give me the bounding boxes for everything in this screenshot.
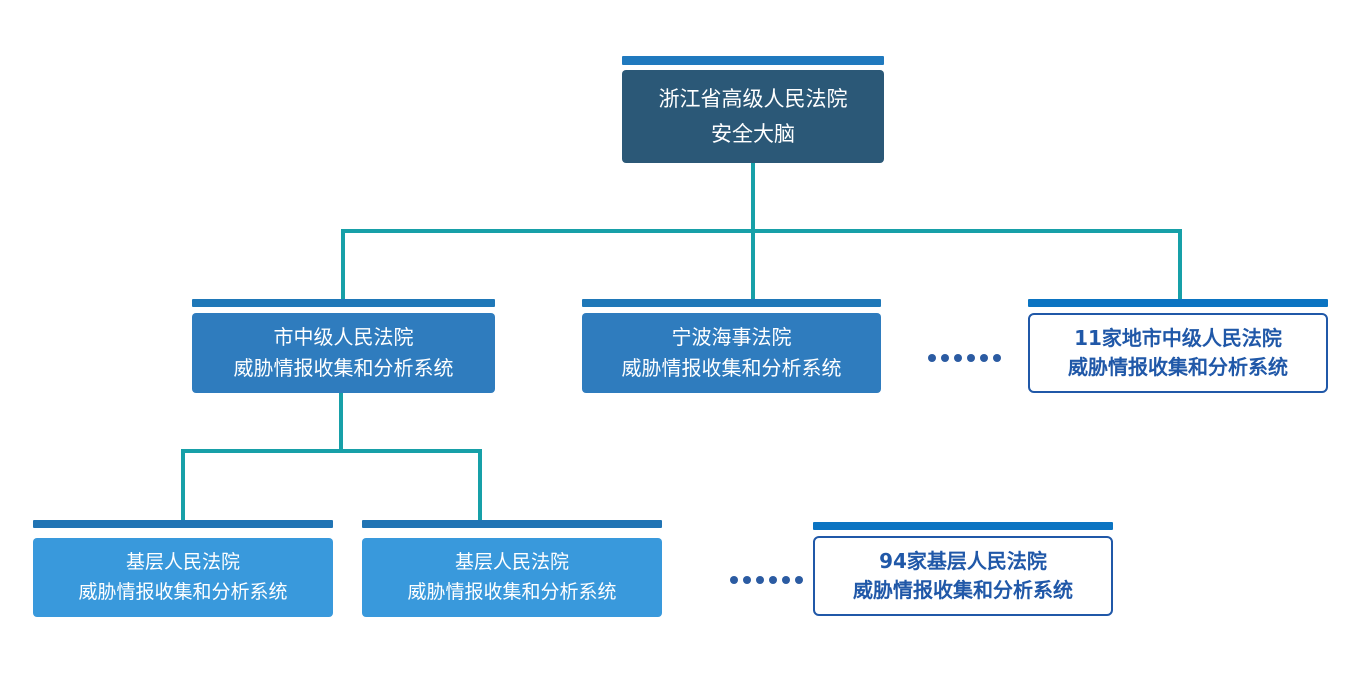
accent-bar [582, 299, 881, 307]
node-ningbo-line2: 威胁情报收集和分析系统 [621, 356, 842, 380]
node-intermediate-court-box: 市中级人民法院 威胁情报收集和分析系统 [192, 313, 495, 393]
connector-drop-ningbo [751, 231, 755, 299]
node-basic-court-right: 基层人民法院 威胁情报收集和分析系统 [362, 520, 662, 617]
node-basic-more-line1: 94家基层人民法院 [879, 548, 1047, 573]
node-basic-left-line1: 基层人民法院 [125, 550, 240, 573]
accent-bar [622, 56, 884, 65]
node-basic-right-line2: 威胁情报收集和分析系统 [407, 580, 617, 603]
node-intermediate-more-line1: 11家地市中级人民法院 [1074, 325, 1282, 350]
dot-icon [980, 354, 988, 362]
dot-icon [967, 354, 975, 362]
accent-bar [1028, 299, 1328, 307]
node-intermediate-court-line1: 市中级人民法院 [273, 325, 414, 349]
accent-bar [33, 520, 333, 528]
dot-icon [730, 576, 738, 584]
accent-bar [813, 522, 1113, 530]
node-root-line2: 安全大脑 [711, 122, 795, 147]
node-basic-more-line2: 威胁情报收集和分析系统 [853, 578, 1073, 603]
node-root-line1: 浙江省高级人民法院 [658, 86, 848, 111]
node-intermediate-court: 市中级人民法院 威胁情报收集和分析系统 [192, 299, 495, 393]
node-basic-right-line1: 基层人民法院 [454, 550, 569, 573]
connector-intermediate-stem [339, 393, 343, 453]
node-basic-court-left: 基层人民法院 威胁情报收集和分析系统 [33, 520, 333, 617]
connector-drop-basic-right [478, 451, 482, 520]
node-intermediate-more: 11家地市中级人民法院 威胁情报收集和分析系统 [1028, 299, 1328, 393]
dot-icon [743, 576, 751, 584]
node-ningbo-maritime-court: 宁波海事法院 威胁情报收集和分析系统 [582, 299, 881, 393]
dot-icon [928, 354, 936, 362]
dot-icon [954, 354, 962, 362]
dot-icon [756, 576, 764, 584]
accent-bar [192, 299, 495, 307]
node-basic-more: 94家基层人民法院 威胁情报收集和分析系统 [813, 522, 1113, 616]
connector-level3-rail [181, 449, 482, 453]
dot-icon [782, 576, 790, 584]
node-intermediate-court-line2: 威胁情报收集和分析系统 [233, 356, 454, 380]
dot-icon [769, 576, 777, 584]
connector-drop-intermediate [341, 231, 345, 299]
dot-icon [795, 576, 803, 584]
node-root: 浙江省高级人民法院 安全大脑 [622, 56, 884, 163]
connector-root-stem [751, 163, 755, 233]
node-ningbo-maritime-court-box: 宁波海事法院 威胁情报收集和分析系统 [582, 313, 881, 393]
node-root-box: 浙江省高级人民法院 安全大脑 [622, 70, 884, 163]
ellipsis-dots-level3 [730, 576, 803, 584]
connector-drop-intermediate-more [1178, 231, 1182, 299]
connector-drop-basic-left [181, 451, 185, 520]
dot-icon [993, 354, 1001, 362]
connector-level2-rail [341, 229, 1182, 233]
node-basic-left-line2: 威胁情报收集和分析系统 [78, 580, 288, 603]
dot-icon [941, 354, 949, 362]
node-basic-court-right-box: 基层人民法院 威胁情报收集和分析系统 [362, 538, 662, 617]
node-intermediate-more-box: 11家地市中级人民法院 威胁情报收集和分析系统 [1028, 313, 1328, 393]
node-intermediate-more-line2: 威胁情报收集和分析系统 [1068, 355, 1288, 380]
node-basic-more-box: 94家基层人民法院 威胁情报收集和分析系统 [813, 536, 1113, 616]
accent-bar [362, 520, 662, 528]
ellipsis-dots-level2 [928, 354, 1001, 362]
node-ningbo-line1: 宁波海事法院 [671, 325, 792, 349]
node-basic-court-left-box: 基层人民法院 威胁情报收集和分析系统 [33, 538, 333, 617]
